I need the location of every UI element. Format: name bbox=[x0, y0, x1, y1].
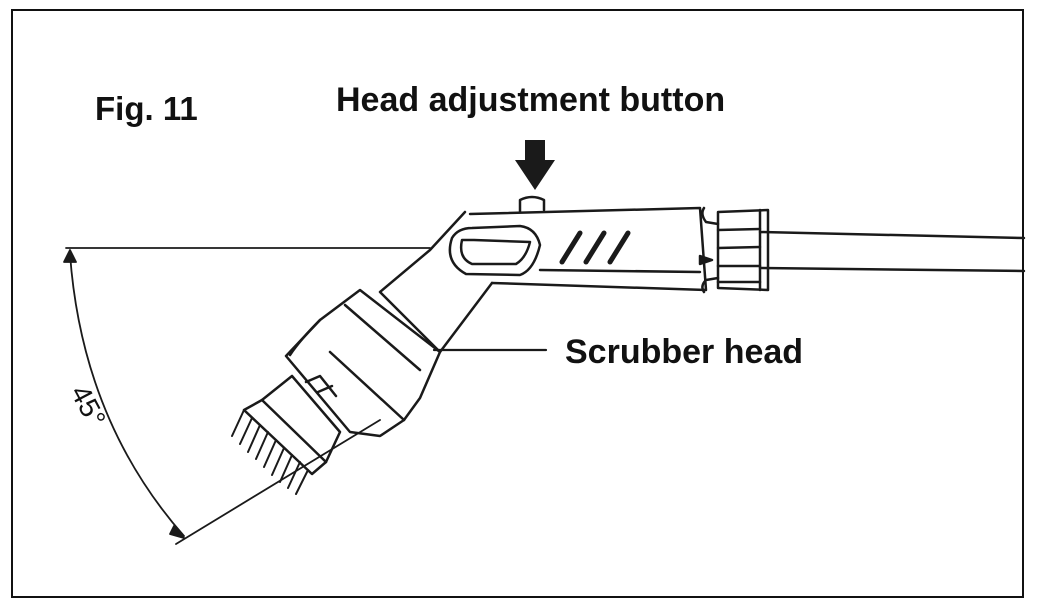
extension-pole bbox=[758, 230, 1026, 273]
brush-base bbox=[242, 374, 342, 476]
scrubber-head-collar bbox=[284, 288, 442, 438]
figure-label: Fig. 11 bbox=[95, 90, 198, 127]
head-adjustment-button-label: Head adjustment button bbox=[336, 81, 726, 119]
handle-body bbox=[468, 206, 708, 292]
coupling-nut bbox=[698, 206, 770, 294]
arrow-down-icon bbox=[515, 140, 555, 190]
brush-bristles bbox=[231, 409, 309, 495]
figure-frame bbox=[11, 9, 1024, 598]
pivot-joint bbox=[378, 210, 542, 354]
angle-dimension bbox=[63, 247, 431, 545]
scrubber-head-label: Scrubber head bbox=[565, 333, 804, 371]
head-adjustment-button bbox=[518, 195, 546, 214]
